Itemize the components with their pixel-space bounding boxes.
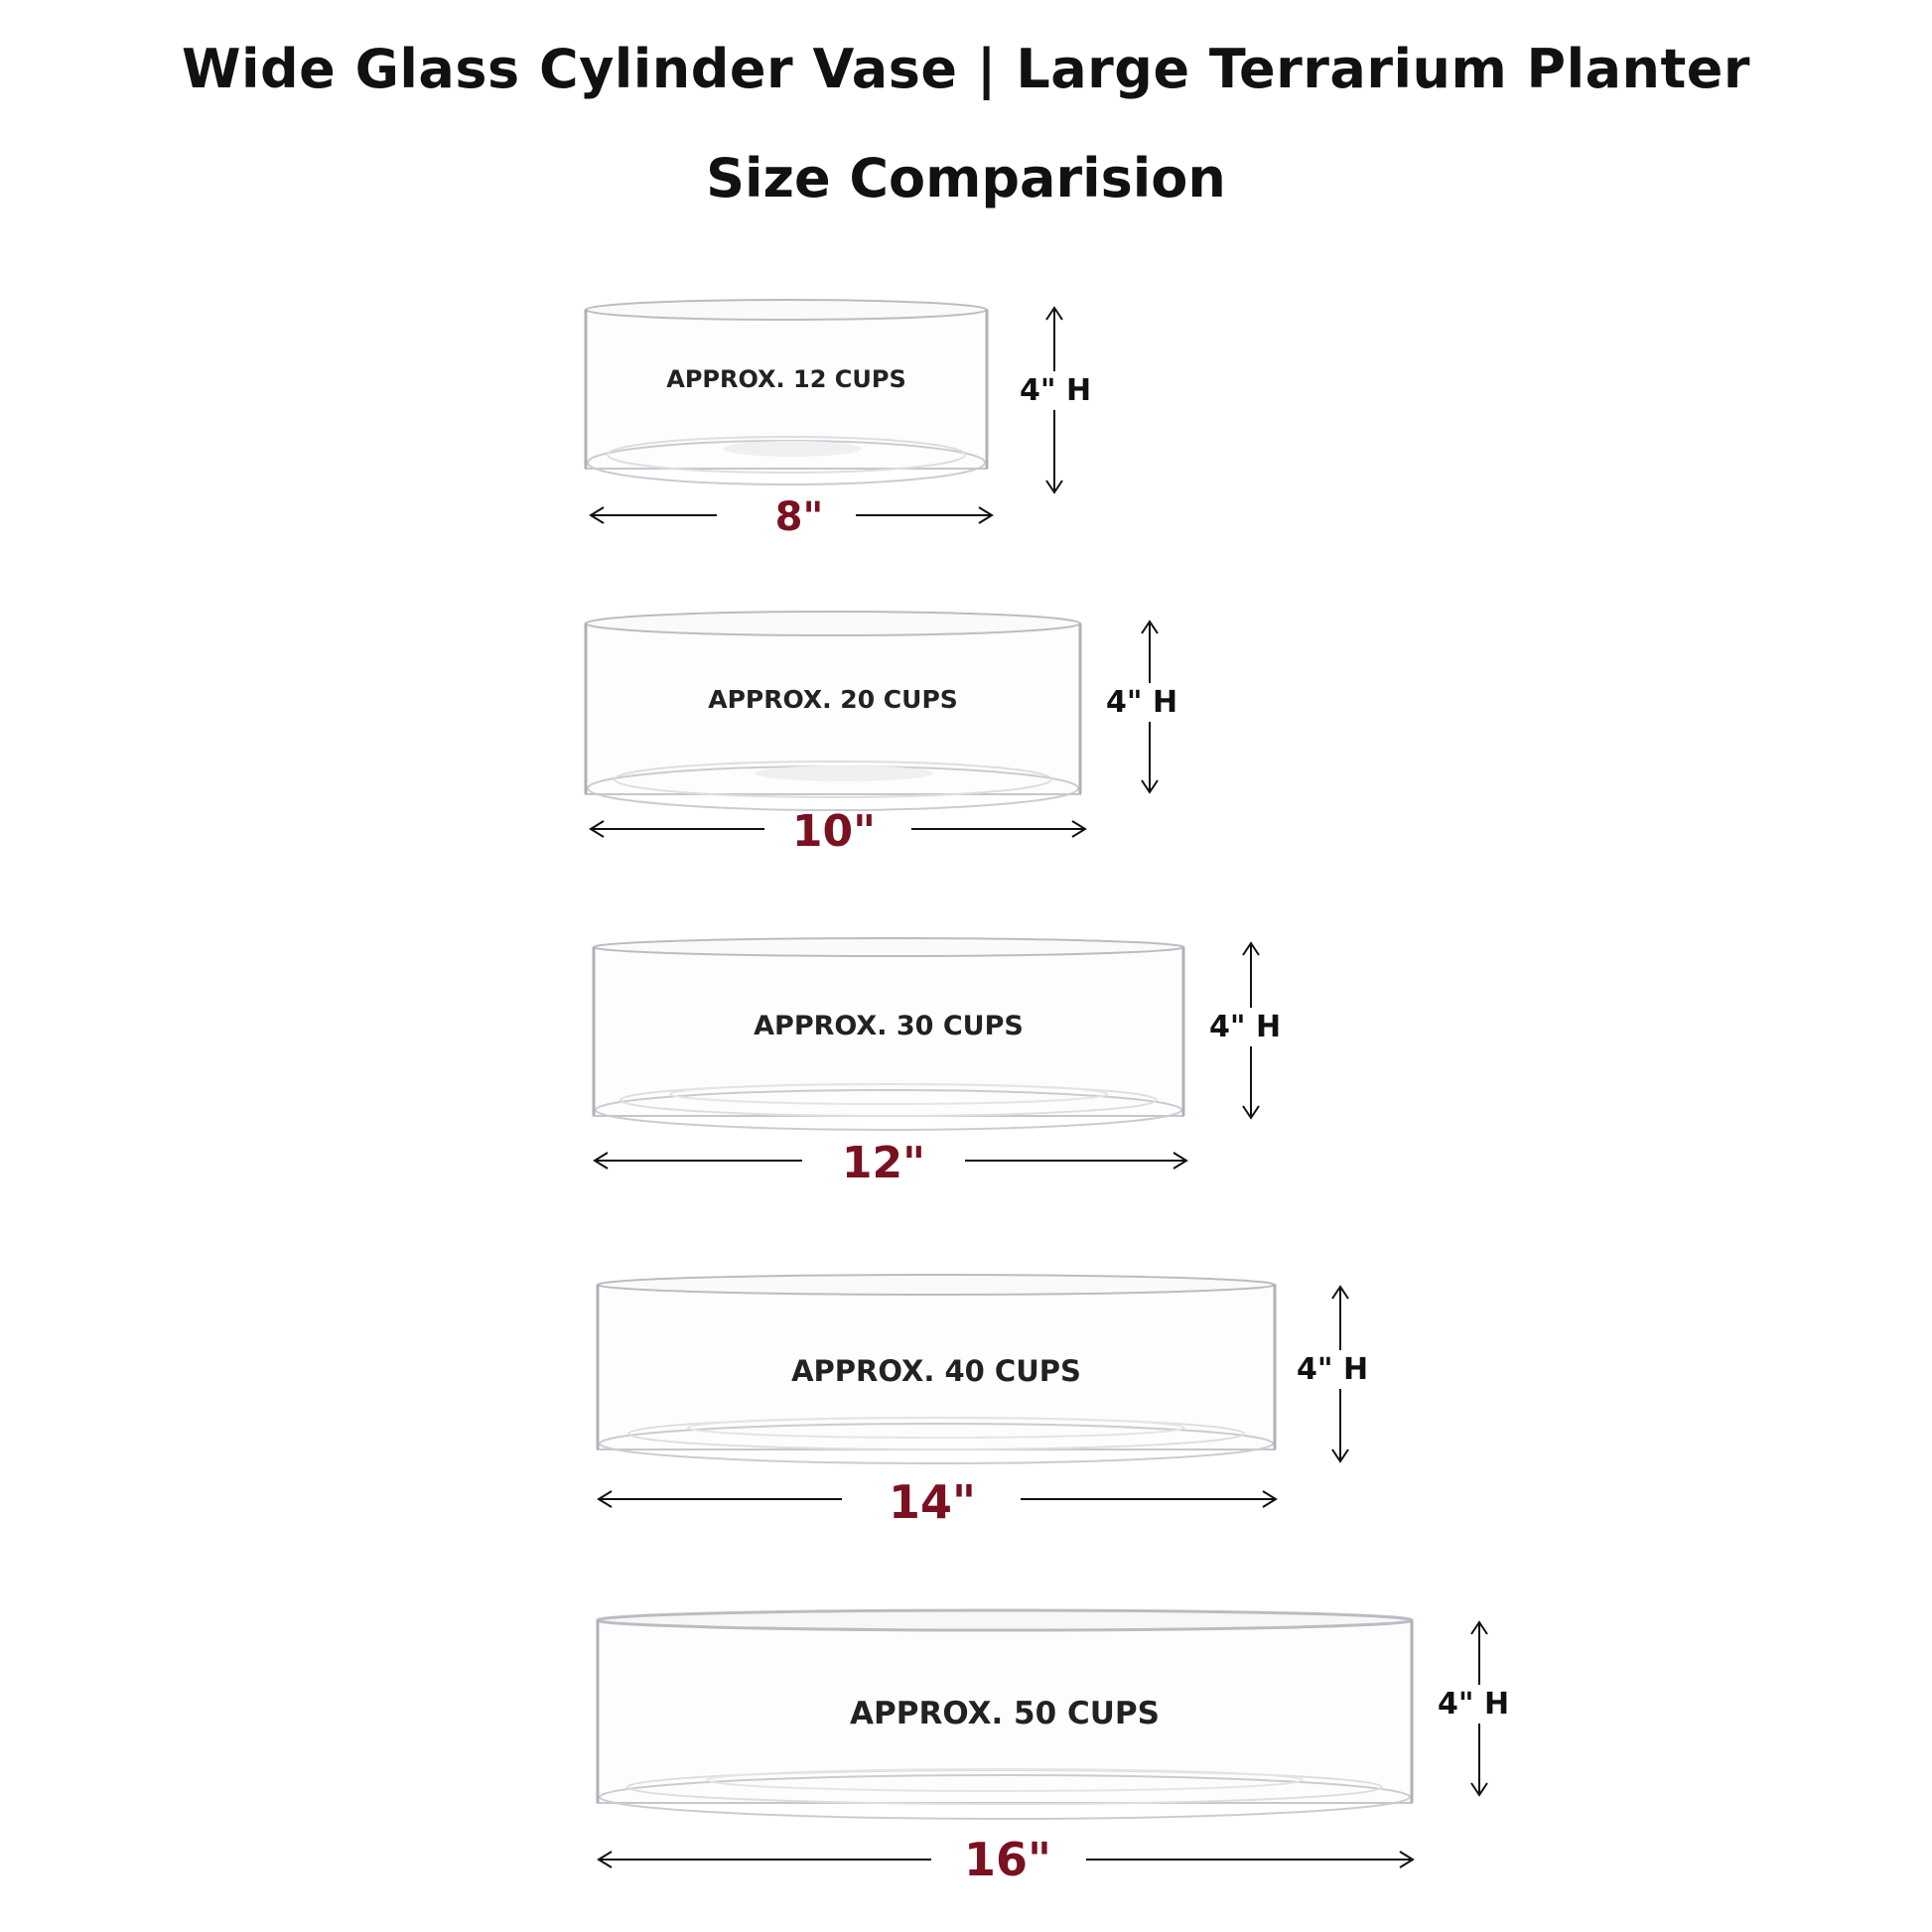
vase-image: APPROX. 40 CUPS [596, 1271, 1277, 1465]
capacity-label: APPROX. 12 CUPS [666, 365, 906, 393]
height-label: 4" H [1207, 1008, 1284, 1046]
capacity-label: APPROX. 20 CUPS [708, 685, 958, 714]
page-subtitle: Size Comparision [706, 147, 1226, 209]
glass-cylinder-icon [584, 611, 1082, 811]
width-label: 10" [791, 806, 877, 857]
height-label: 4" H [1295, 1350, 1371, 1389]
width-label: 16" [964, 1833, 1051, 1886]
vase-image: APPROX. 20 CUPS [584, 610, 1082, 812]
height-label: 4" H [1018, 371, 1094, 410]
glass-cylinder-icon [584, 299, 989, 485]
page-title: Wide Glass Cylinder Vase | Large Terrari… [181, 38, 1751, 100]
width-label: 14" [889, 1475, 976, 1529]
glass-cylinder-icon [596, 1274, 1277, 1464]
capacity-label: APPROX. 50 CUPS [850, 1696, 1160, 1731]
height-label: 4" H [1436, 1685, 1512, 1724]
width-arrow [593, 1152, 1188, 1170]
width-arrow [589, 820, 1087, 838]
vase-image: APPROX. 50 CUPS [596, 1606, 1414, 1821]
width-label: 8" [774, 494, 824, 540]
glass-cylinder-icon [596, 1608, 1414, 1820]
width-label: 12" [841, 1138, 926, 1188]
width-arrow [589, 506, 994, 524]
width-arrow [597, 1490, 1278, 1508]
capacity-label: APPROX. 30 CUPS [754, 1011, 1024, 1041]
glass-cylinder-icon [592, 937, 1185, 1131]
vase-image: APPROX. 12 CUPS [584, 298, 989, 486]
capacity-label: APPROX. 40 CUPS [791, 1354, 1081, 1388]
vase-image: APPROX. 30 CUPS [592, 935, 1185, 1134]
height-label: 4" H [1104, 683, 1180, 722]
width-arrow [597, 1851, 1415, 1868]
